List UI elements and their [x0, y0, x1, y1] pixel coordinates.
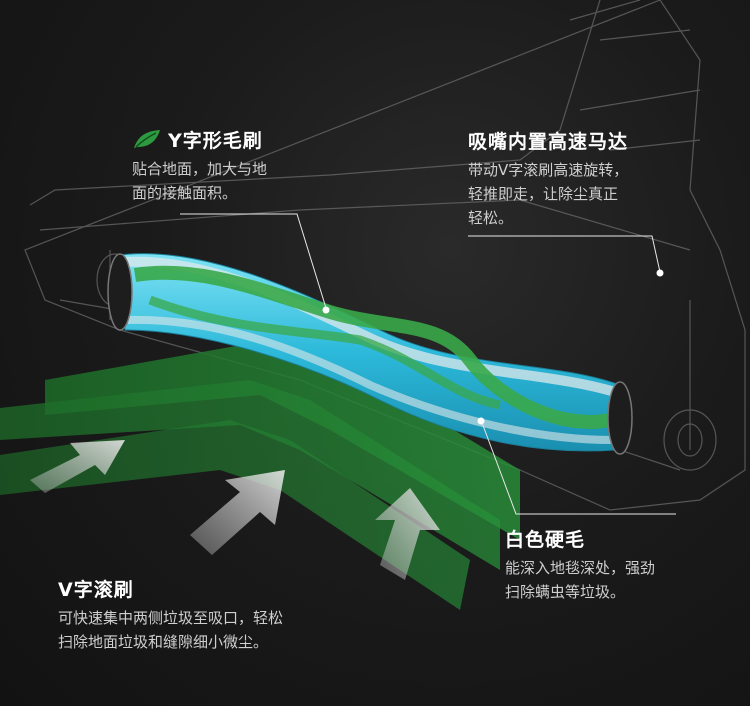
- callout-y-brush: Y字形毛刷 贴合地面，加大与地 面的接触面积。: [132, 128, 267, 205]
- callout-white-bristle: 白色硬毛 能深入地毯深处，强劲 扫除螨虫等垃圾。: [505, 528, 655, 604]
- callout-line: 能深入地毯深处，强劲: [505, 559, 656, 577]
- callout-v-roller: V字滚刷 可快速集中两侧垃圾至吸口，轻松 扫除地面垃圾和缝隙细小微尘。: [58, 578, 283, 654]
- callout-title: Y字形毛刷: [132, 128, 267, 153]
- airflow-arrows: [30, 440, 440, 580]
- green-leaf-icon: [134, 130, 160, 148]
- callout-title: 白色硬毛: [505, 529, 586, 551]
- callout-dots: [322, 269, 664, 425]
- v-shape-guide-bands: [0, 340, 520, 610]
- callout-line: 轻推即走，让除尘真正: [468, 185, 619, 203]
- roller-brush: [107, 253, 633, 455]
- callout-motor: 吸嘴内置高速马达 带动V字滚刷高速旋转， 轻推即走，让除尘真正 轻松。: [468, 130, 628, 230]
- callout-leader-lines: [180, 213, 676, 515]
- callout-line: 扫除螨虫等垃圾。: [505, 583, 626, 601]
- callout-title: V字滚刷: [58, 579, 134, 601]
- callout-title: 吸嘴内置高速马达: [468, 131, 629, 153]
- callout-line: 带动V字滚刷高速旋转，: [468, 161, 629, 179]
- callout-line: 扫除地面垃圾和缝隙细小微尘。: [58, 633, 269, 651]
- callout-line: 面的接触面积。: [132, 184, 238, 202]
- callout-line: 贴合地面，加大与地: [132, 160, 268, 178]
- callout-line: 可快速集中两侧垃圾至吸口，轻松: [58, 609, 284, 627]
- callout-line: 轻松。: [468, 209, 514, 227]
